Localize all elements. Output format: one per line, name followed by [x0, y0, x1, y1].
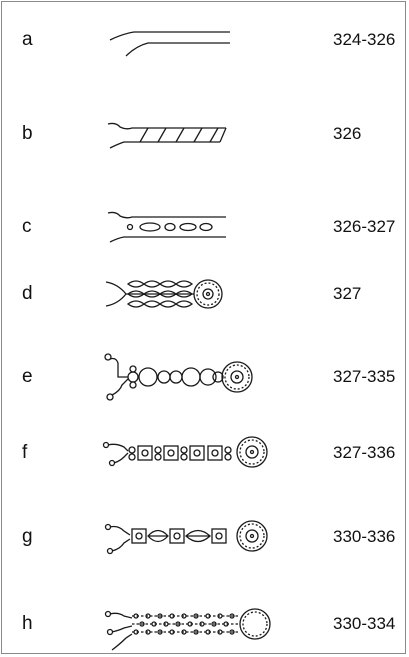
row-range: 326-327: [333, 217, 396, 236]
row-range: 326: [333, 124, 362, 143]
bead-strands-rosette-icon: [104, 608, 271, 651]
row-a: a 324-326: [2, 10, 407, 70]
row-c: c 326-327: [2, 197, 407, 257]
row-range: 330-336: [333, 527, 396, 546]
square-chain-rosette-icon: [102, 436, 268, 468]
leaf-cluster-rosette-icon: [105, 279, 223, 309]
hatched-band-icon: [107, 122, 227, 149]
row-h: h 330-334: [2, 594, 407, 654]
row-range: 327-336: [333, 443, 396, 462]
row-range: 330-334: [333, 614, 396, 633]
row-letter: e: [22, 366, 33, 387]
row-b: b 326: [2, 104, 407, 164]
row-range: 327-335: [333, 367, 396, 386]
row-f: f 327-336: [2, 423, 407, 483]
row-letter: b: [22, 123, 33, 144]
circle-chain-rosette-icon: [104, 353, 253, 401]
row-letter: h: [22, 613, 33, 634]
parallel-lines-icon: [109, 31, 230, 57]
row-letter: c: [22, 216, 32, 237]
oval-chain-icon: [107, 211, 226, 243]
row-letter: f: [22, 442, 28, 463]
row-letter: d: [22, 283, 33, 304]
row-e: e 327-335: [2, 347, 407, 407]
row-g: g 330-336: [2, 507, 407, 567]
square-leaf-chain-rosette-icon: [104, 520, 268, 555]
row-letter: a: [22, 29, 33, 50]
row-range: 327: [333, 284, 362, 303]
row-d: d 327: [2, 264, 407, 324]
row-letter: g: [22, 526, 33, 547]
row-range: 324-326: [333, 30, 396, 49]
